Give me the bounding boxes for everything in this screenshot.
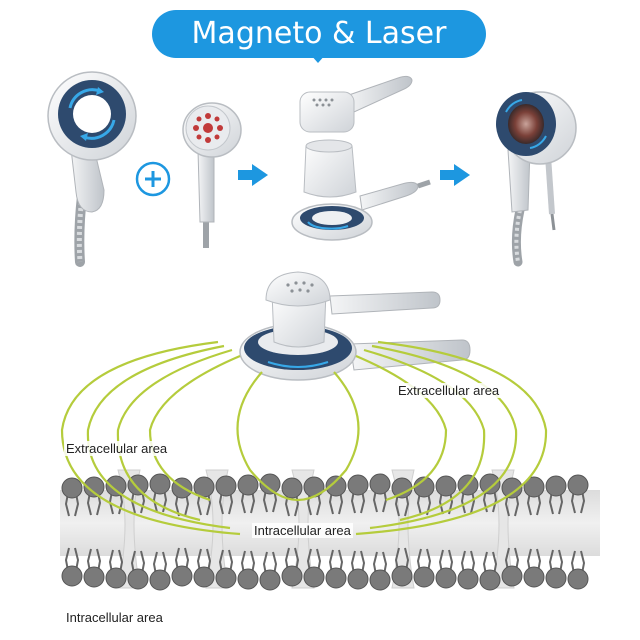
phospholipid: [237, 550, 259, 590]
phospholipid: [347, 474, 369, 514]
phospholipid: [567, 474, 589, 514]
phospholipid: [83, 476, 105, 516]
title-pointer: [310, 54, 326, 63]
laser-handpiece: [182, 102, 242, 248]
phospholipid: [193, 548, 215, 588]
phospholipid: [435, 549, 457, 589]
phospholipid: [61, 477, 83, 517]
magnetic-ring-handpiece: [47, 71, 137, 267]
intracellular-label-bottom: Intracellular area: [64, 610, 165, 625]
phospholipid: [325, 475, 347, 515]
plus-circle-icon: [135, 161, 171, 197]
phospholipid: [523, 548, 545, 588]
page-title: Magneto & Laser: [152, 10, 486, 58]
phospholipid: [501, 547, 523, 587]
phospholipid: [391, 477, 413, 517]
phospholipid: [303, 548, 325, 588]
phospholipid: [281, 547, 303, 587]
arrow-right-icon: [238, 164, 268, 186]
phospholipid: [413, 548, 435, 588]
extracellular-label-left: Extracellular area: [64, 441, 170, 456]
exploded-assembly: [291, 75, 431, 241]
phospholipid: [237, 474, 259, 514]
phospholipid: [83, 548, 105, 588]
intracellular-label-middle: Intracellular area: [252, 523, 353, 538]
arrow-right-icon: [440, 164, 470, 186]
extracellular-label-right: Extracellular area: [396, 383, 502, 398]
phospholipid: [501, 477, 523, 517]
phospholipid: [545, 475, 567, 515]
phospholipid: [523, 476, 545, 516]
phospholipid: [391, 547, 413, 587]
phospholipid: [545, 549, 567, 589]
phospholipid: [171, 547, 193, 587]
cell-membrane: [60, 469, 600, 591]
phospholipid: [457, 550, 479, 590]
phospholipid: [479, 473, 501, 513]
phospholipid: [215, 549, 237, 589]
phospholipid: [347, 550, 369, 590]
phospholipid: [479, 551, 501, 591]
phospholipid: [61, 547, 83, 587]
phospholipid: [149, 551, 171, 591]
phospholipid: [259, 551, 281, 591]
combined-handpiece: [496, 91, 577, 267]
phospholipid: [325, 549, 347, 589]
phospholipid: [369, 551, 391, 591]
phospholipid: [127, 550, 149, 590]
phospholipid: [303, 476, 325, 516]
phospholipid: [193, 476, 215, 516]
phospholipid: [215, 475, 237, 515]
phospholipid: [259, 473, 281, 513]
phospholipid: [369, 473, 391, 513]
phospholipid: [567, 550, 589, 590]
magnetic-field-lines: [60, 340, 548, 536]
phospholipid: [281, 477, 303, 517]
phospholipid: [105, 549, 127, 589]
assembled-device: [239, 271, 471, 381]
